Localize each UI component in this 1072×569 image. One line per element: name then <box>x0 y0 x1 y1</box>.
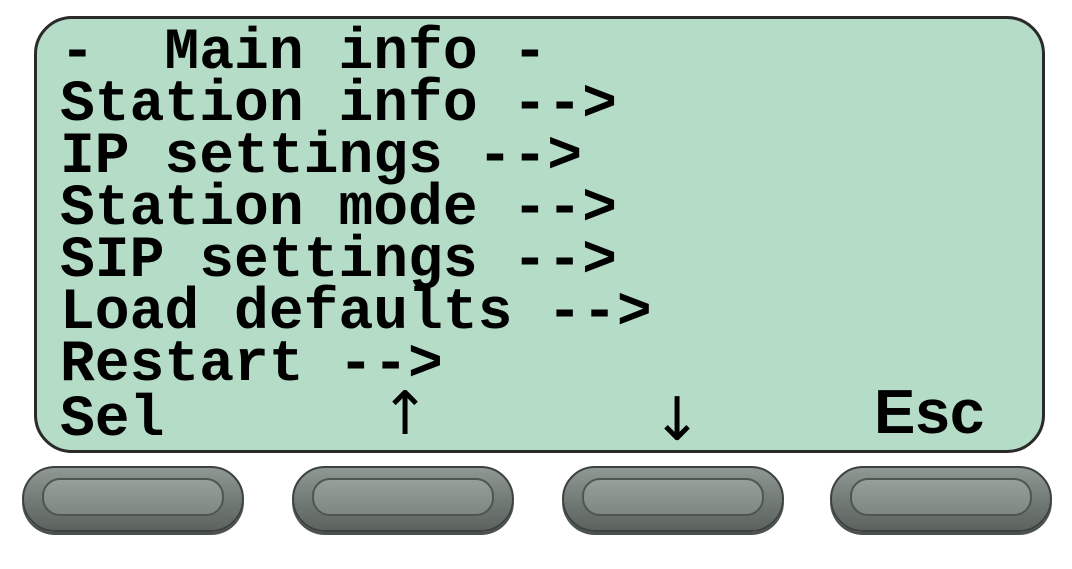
softkey-1-button[interactable] <box>22 466 244 532</box>
menu-title: - Main info - <box>60 21 548 86</box>
softkey-label-esc: Esc <box>874 378 985 447</box>
softkey-2-button[interactable] <box>292 466 514 532</box>
softkey-label-up-arrow: ↑ <box>380 379 431 449</box>
menu-item-sip-settings[interactable]: SIP settings --> <box>60 229 617 294</box>
softkey-label-sel: Sel <box>60 388 165 453</box>
menu-item-station-mode[interactable]: Station mode --> <box>60 177 617 242</box>
menu-item-ip-settings[interactable]: IP settings --> <box>60 125 583 190</box>
softkey-3-button[interactable] <box>562 466 784 532</box>
menu-item-station-info[interactable]: Station info --> <box>60 73 617 138</box>
menu-item-load-defaults[interactable]: Load defaults --> <box>60 281 652 346</box>
menu-item-restart[interactable]: Restart --> <box>60 333 443 398</box>
lcd-screen <box>34 16 1045 453</box>
softkey-4-button[interactable] <box>830 466 1052 532</box>
softkey-label-down-arrow: ↓ <box>652 385 703 455</box>
